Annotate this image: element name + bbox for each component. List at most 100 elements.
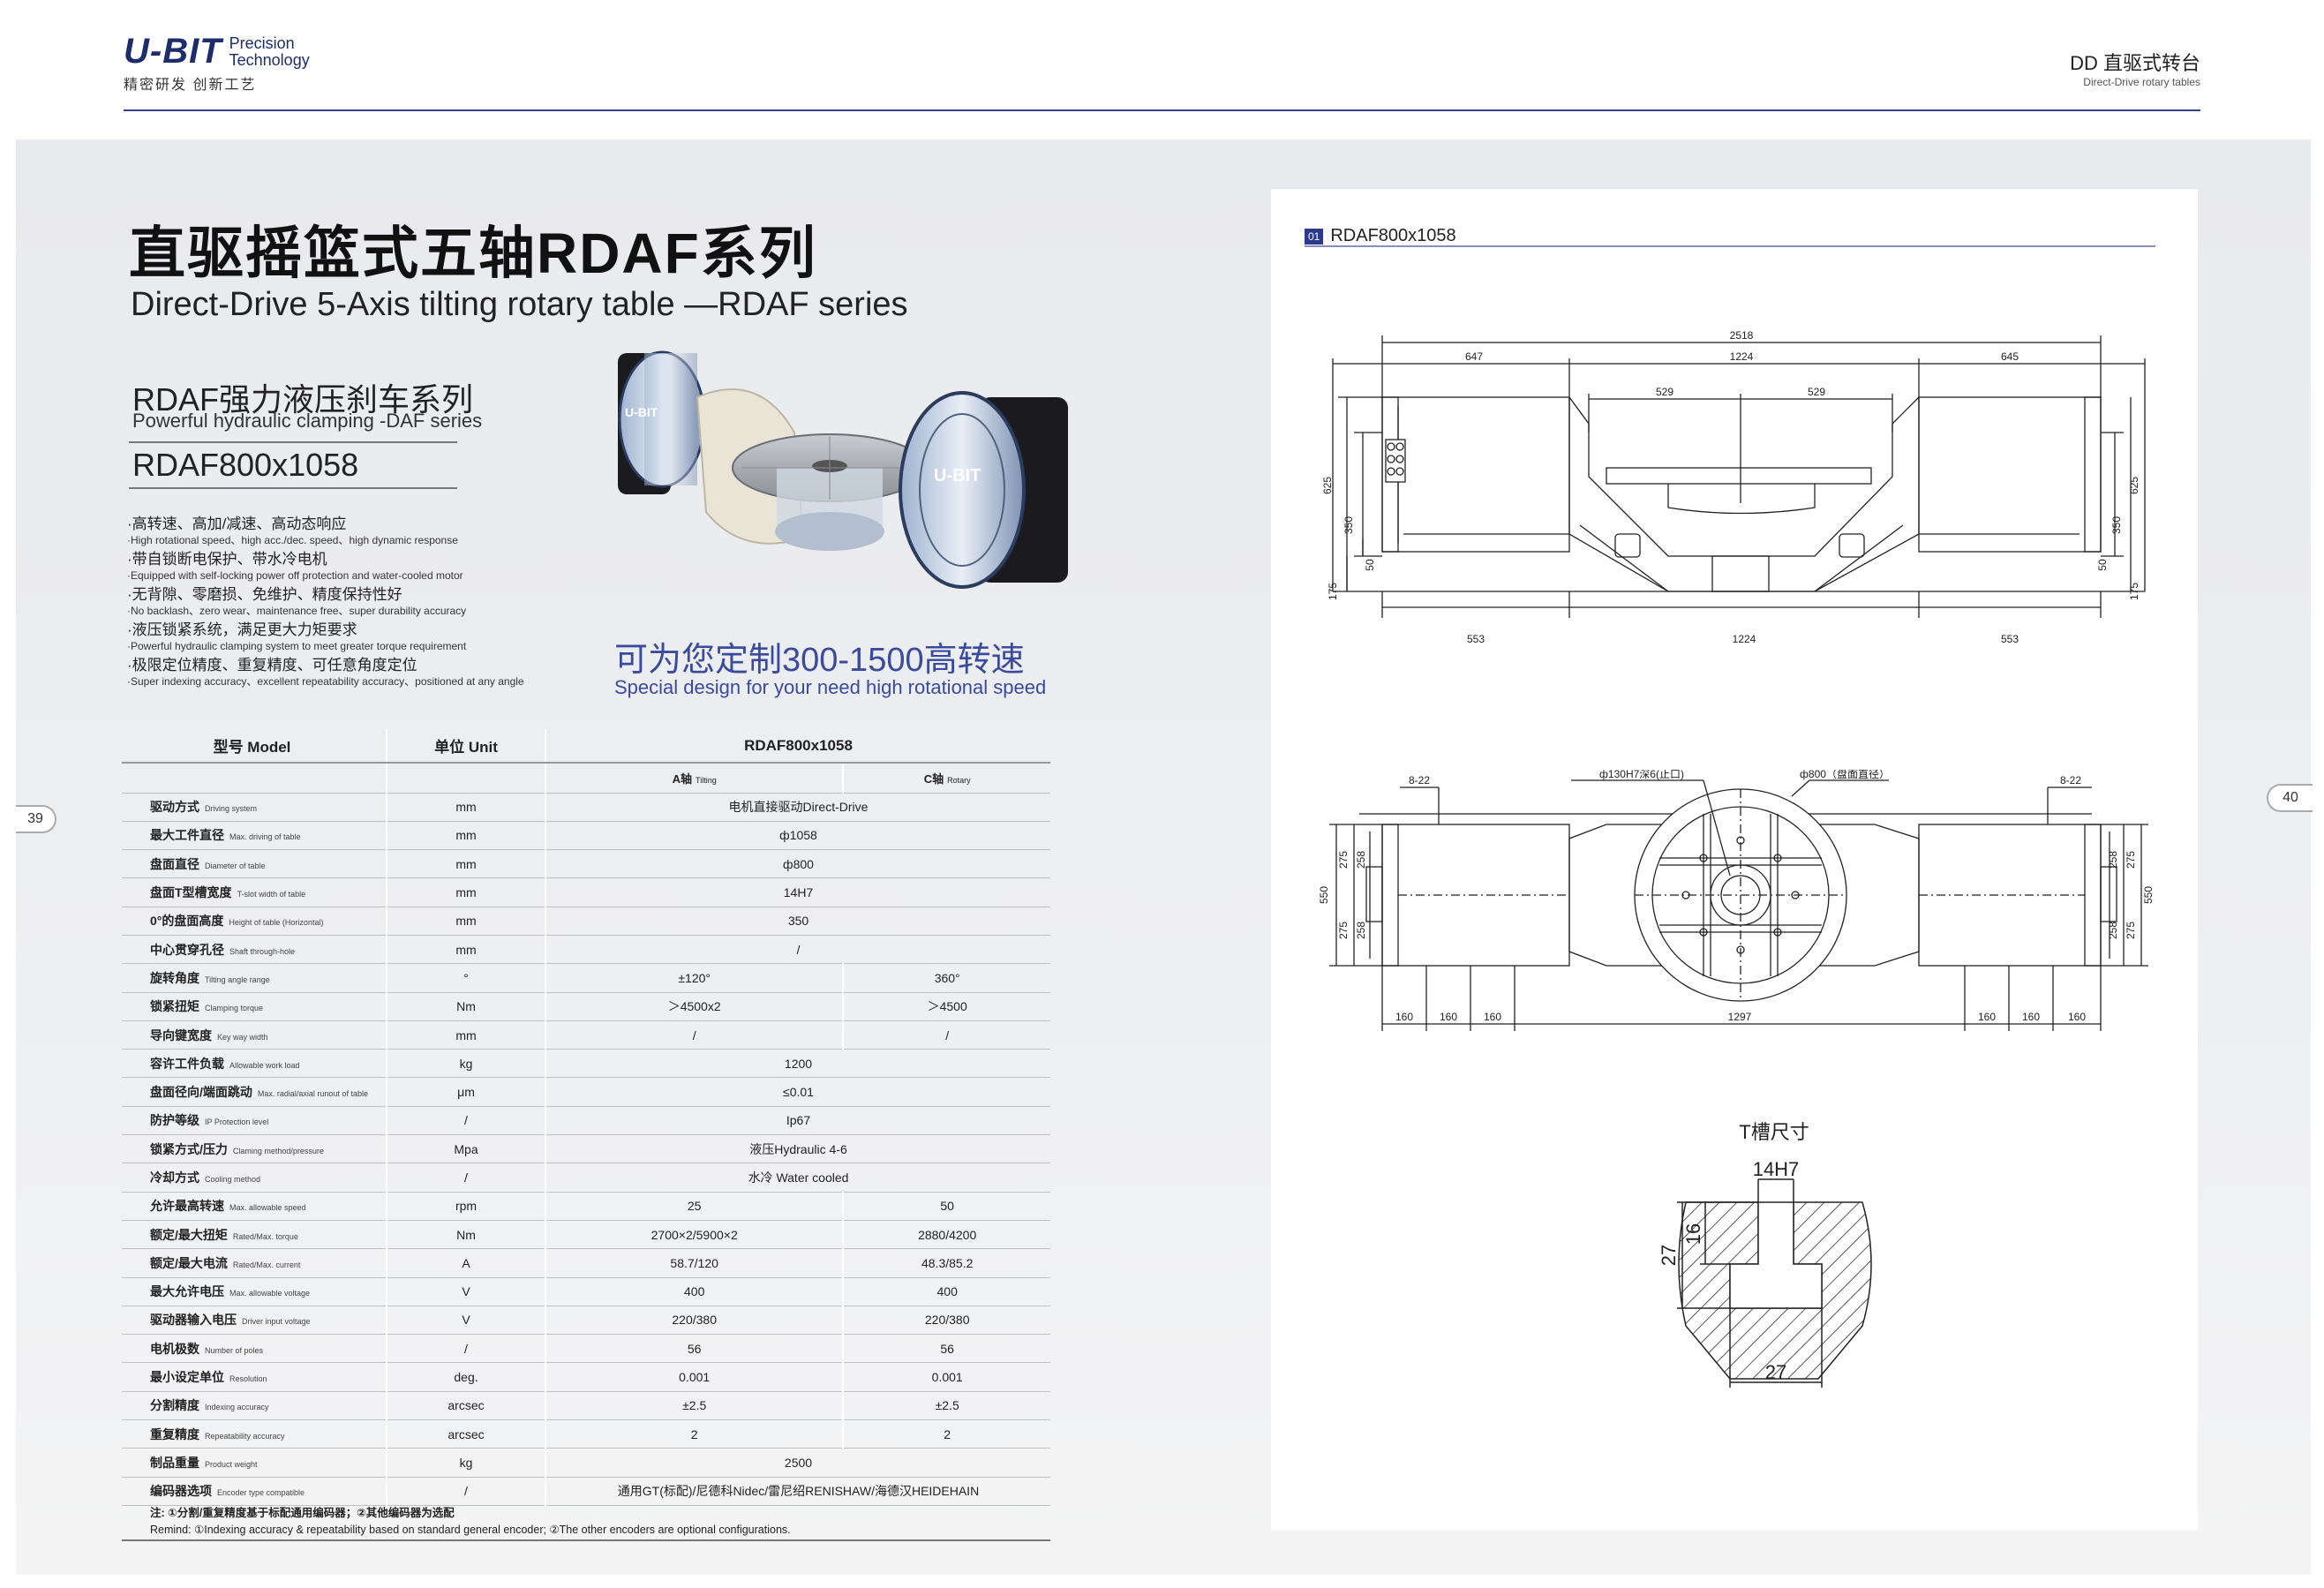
feature-cn: ·高转速、高加/减速、高动态响应	[127, 516, 347, 532]
a-axis-en: Tilting	[696, 775, 717, 785]
param-name-cn: 允许最高转速	[150, 1199, 224, 1214]
param-value-a: ±120°	[545, 963, 845, 993]
param-name-cn: 0°的盘面高度	[150, 914, 224, 929]
model-name: RDAF800x1058	[132, 447, 359, 483]
param-unit: V	[387, 1277, 546, 1306]
param-value-a: 220/380	[545, 1306, 845, 1336]
param-value: 水冷 Water cooled	[545, 1163, 1050, 1193]
feature-en: ·Powerful hydraulic clamping system to m…	[127, 640, 467, 652]
feature-cn: ·无背隙、零磨损、免维护、精度保持性好	[127, 586, 402, 603]
param-unit: °	[387, 963, 546, 993]
dim-height-small-right: 50	[2096, 559, 2109, 571]
param-unit: kg	[387, 1049, 546, 1079]
dim-bottom-right: 553	[2001, 633, 2019, 645]
param-name-en: Max. allowable speed	[229, 1203, 306, 1213]
param-value-c: 2880/4200	[843, 1220, 1050, 1250]
page-number-right: 40	[2267, 784, 2313, 812]
param-name-en: Key way width	[217, 1032, 268, 1042]
tslot-total-depth-label: 27	[1658, 1245, 1680, 1266]
param-name-en: Rated/Max. torque	[232, 1231, 298, 1241]
param-value: 2500	[545, 1448, 1050, 1478]
param-name-cn: 额定/最大电流	[150, 1255, 228, 1270]
param-unit: kg	[387, 1448, 546, 1478]
param-unit: /	[387, 1163, 546, 1193]
param-unit: mm	[387, 821, 546, 851]
param-name-en: Allowable work load	[229, 1060, 300, 1070]
feature-en: ·No backlash、zero wear、maintenance free、…	[127, 605, 467, 617]
series-underline	[129, 441, 457, 443]
param-value-c: 360°	[843, 963, 1050, 993]
dim-width-total-right: 550	[2142, 886, 2155, 904]
param-value: 1200	[545, 1049, 1050, 1079]
dim-middle-width: 1224	[1730, 350, 1754, 363]
param-name-cn: 盘面径向/端面跳动	[150, 1085, 252, 1100]
param-value: ф1058	[545, 821, 1050, 851]
param-name-en: Claming method/pressure	[232, 1146, 324, 1155]
param-name-en: Driving system	[205, 804, 258, 814]
drawing-title: RDAF800x1058	[1330, 226, 1456, 245]
param-name-cn: 旋转角度	[150, 970, 199, 985]
section-header: DD 直驱式转台 Direct-Drive rotary tables	[2070, 48, 2200, 88]
param-name-en: Indexing accuracy	[205, 1403, 269, 1412]
param-name-en: Repeatability accuracy	[205, 1431, 285, 1441]
table-notes: 注: ①分割/重复精度基于标配通用编码器；②其他编码器为选配 Remind: ①…	[150, 1505, 791, 1539]
param-name-en: Driver input voltage	[242, 1317, 311, 1327]
param-value-a: /	[545, 1020, 845, 1050]
param-unit: mm	[387, 793, 546, 822]
dim-inner-left: 529	[1656, 386, 1673, 398]
note-en: Remind: ①Indexing accuracy & repeatabili…	[150, 1524, 791, 1536]
dim-face-label: ф800（盘面直径）	[1800, 770, 1890, 780]
brand-logo: U-BIT Precision Technology	[124, 32, 310, 71]
param-unit: Nm	[387, 992, 546, 1021]
param-name-cn: 锁紧方式/压力	[150, 1141, 228, 1156]
dim-pitch-right-3: 160	[2068, 1011, 2086, 1023]
param-name-en: Cooling method	[205, 1175, 261, 1184]
dim-right-width: 645	[2001, 350, 2019, 363]
brand-slogan: 精密研发 创新工艺	[124, 78, 257, 93]
param-name: 容许工件负载 Allowable work load	[122, 1049, 387, 1079]
dim-height-total-right: 625	[2128, 477, 2140, 494]
param-unit: Mpa	[387, 1134, 546, 1164]
param-name-en: Shaft through-hole	[229, 946, 296, 956]
left-motor: U-BIT	[618, 350, 706, 494]
param-value-a: ±2.5	[545, 1391, 845, 1421]
dim-inner-right: 529	[1808, 386, 1825, 398]
dim-width-inner-right-1: 258	[2107, 851, 2119, 869]
model-underline	[129, 487, 457, 489]
param-value: ≤0.01	[545, 1077, 1050, 1107]
c-axis-en: Rotary	[947, 775, 971, 785]
param-value-c: 50	[843, 1192, 1050, 1221]
dim-bore-label: ф130H7深6(止口)	[1599, 770, 1684, 780]
param-value-c: /	[843, 1020, 1050, 1050]
front-view-drawing: 2518 647 1224 645 529 529 553 1224 553 6…	[1321, 329, 2146, 645]
feature-en: ·Super indexing accuracy、excellent repea…	[127, 675, 524, 688]
feature-en: ·High rotational speed、high acc./dec. sp…	[127, 534, 458, 546]
param-value-a: 0.001	[545, 1362, 845, 1392]
product-brand-left: U-BIT	[625, 405, 658, 419]
feature-cn: ·液压锁紧系统，满足更大力矩要求	[127, 621, 357, 638]
header-model: 型号 Model	[122, 729, 387, 764]
dim-pitch-right-1: 160	[1978, 1011, 1996, 1023]
right-motor: U-BIT	[899, 391, 1068, 589]
dim-offset-left: 8-22	[1409, 774, 1430, 786]
param-name-cn: 容许工件负载	[150, 1056, 224, 1071]
param-value-a: 25	[545, 1192, 845, 1221]
